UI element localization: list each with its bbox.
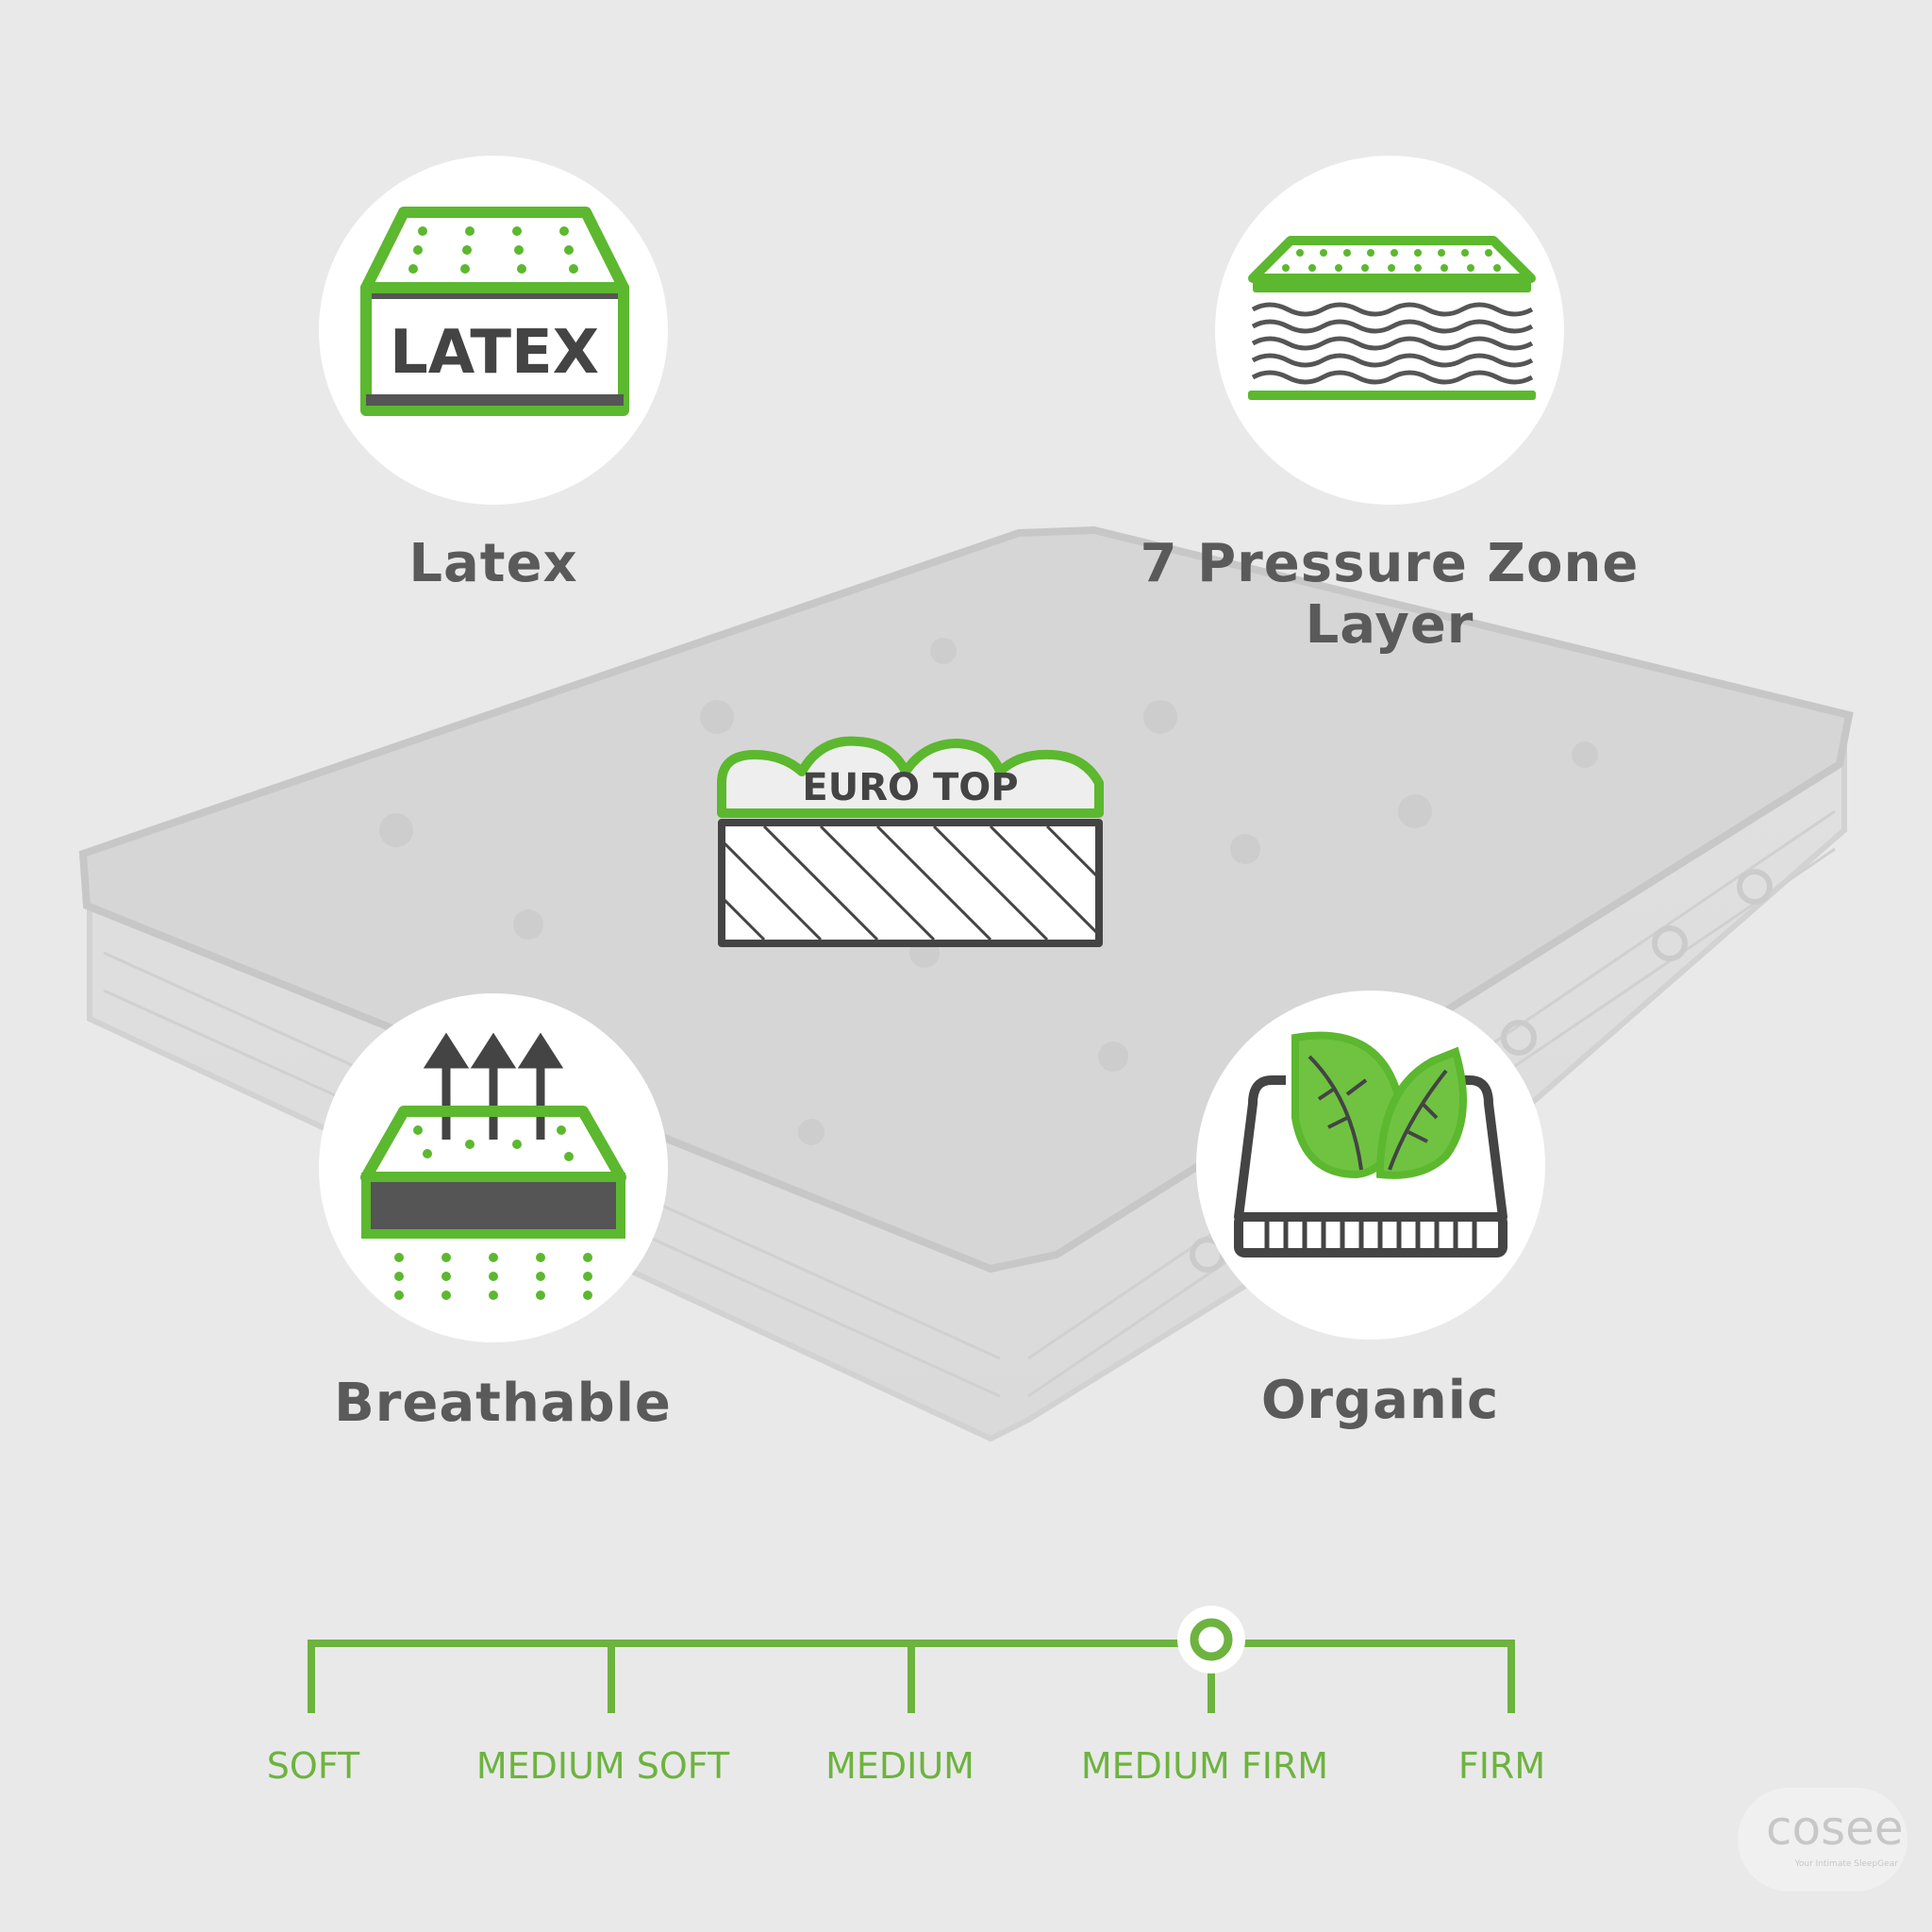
organic-leaf-mattress-icon	[1234, 1031, 1507, 1257]
brand-tagline: Your Intimate SleepGear	[1794, 1859, 1898, 1869]
organic-feature-circle	[1196, 991, 1545, 1340]
pressure-zone-feature-circle	[1215, 156, 1564, 505]
firmness-scale	[308, 1606, 1515, 1713]
firmness-label-medium: MEDIUM	[825, 1745, 974, 1787]
organic-label: Organic	[1260, 1370, 1500, 1431]
euro-top-label: EURO TOP	[802, 766, 1018, 809]
firmness-label-soft: SOFT	[266, 1745, 360, 1787]
breathable-mattress-icon	[360, 1032, 626, 1300]
brand-name: cosee	[1766, 1801, 1904, 1856]
brand-watermark: cosee Your Intimate SleepGear	[1738, 1788, 1907, 1891]
latex-mattress-icon: LATEX	[360, 207, 629, 416]
firmness-label-firm: FIRM	[1457, 1745, 1546, 1787]
firmness-label-medium-soft: MEDIUM SOFT	[475, 1745, 730, 1787]
firmness-selected-marker	[1177, 1606, 1245, 1674]
pressure-zone-layers-icon	[1248, 236, 1536, 400]
pressure-zone-label: 7 Pressure Zone Layer	[1140, 533, 1640, 656]
latex-badge-text: LATEX	[390, 318, 599, 388]
latex-label: Latex	[408, 533, 578, 594]
latex-feature-circle: LATEX	[319, 156, 668, 505]
breathable-label: Breathable	[334, 1373, 672, 1434]
firmness-label-medium-firm: MEDIUM FIRM	[1080, 1745, 1329, 1787]
breathable-feature-circle	[319, 993, 668, 1342]
euro-top-layer-icon: EURO TOP	[717, 736, 1104, 947]
